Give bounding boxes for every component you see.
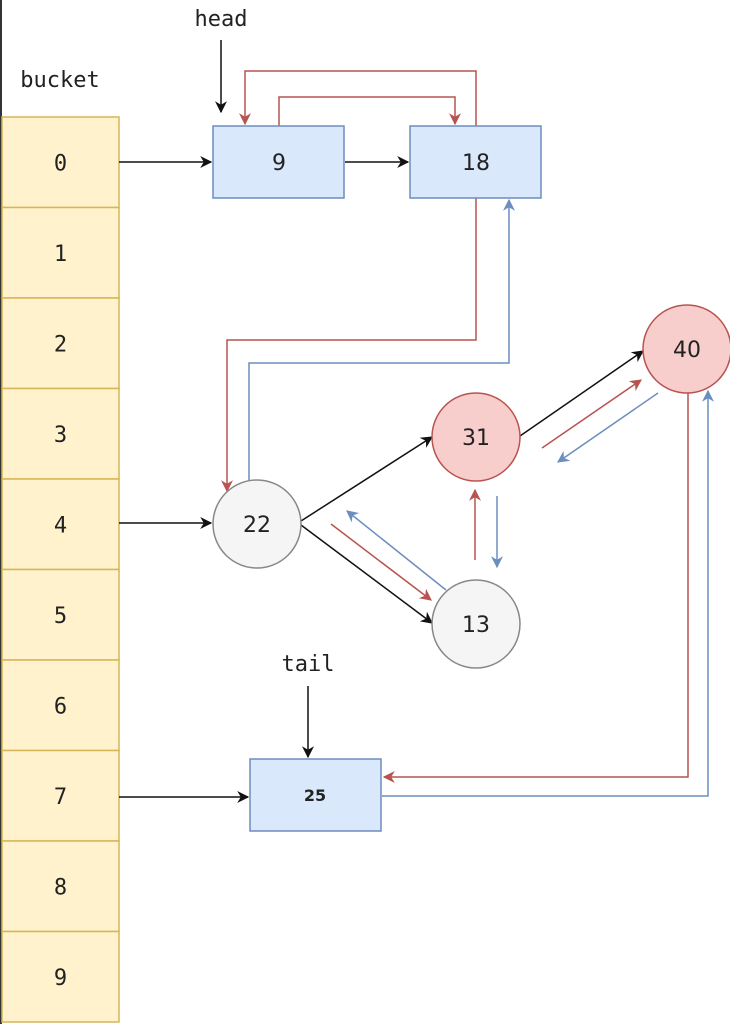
node-25[interactable]: 25 bbox=[249, 758, 382, 832]
edge-22-to-31 bbox=[300, 436, 434, 522]
head-label: head bbox=[195, 7, 248, 32]
before-edge-40-to-31 bbox=[557, 392, 659, 463]
red-edges bbox=[221, 70, 689, 783]
before-edge-25-to-40 bbox=[382, 389, 714, 797]
node-13-label: 13 bbox=[462, 613, 490, 638]
bucket-cell-8[interactable]: 8 bbox=[1, 840, 120, 933]
after-edge-22-to-13 bbox=[330, 523, 432, 601]
node-40[interactable]: 40 bbox=[642, 304, 730, 394]
node-9[interactable]: 9 bbox=[212, 125, 345, 199]
bucket-index-label: 8 bbox=[54, 875, 67, 900]
bucket-cell-5[interactable]: 5 bbox=[1, 568, 120, 661]
bucket-index-label: 0 bbox=[54, 151, 67, 176]
after-edge-18-to-9 bbox=[239, 70, 477, 126]
node-9-label: 9 bbox=[272, 151, 286, 176]
node-40-label: 40 bbox=[673, 338, 701, 363]
blue-edges bbox=[248, 198, 714, 797]
before-edge-22-to-18 bbox=[248, 198, 515, 481]
after-edge-18-to-22 bbox=[221, 198, 477, 493]
bucket-index-label: 1 bbox=[54, 242, 67, 267]
edge-31-to-40 bbox=[519, 350, 644, 437]
bucket-label: bucket bbox=[20, 68, 99, 93]
edge-22-to-13 bbox=[300, 524, 433, 624]
bucket-index-label: 2 bbox=[54, 332, 67, 357]
bucket-cell-1[interactable]: 1 bbox=[1, 206, 120, 299]
bucket-index-label: 3 bbox=[54, 423, 67, 448]
black-edges bbox=[119, 40, 644, 803]
canvas-left-border bbox=[0, 0, 2, 1024]
node-22-label: 22 bbox=[243, 513, 271, 538]
node-13[interactable]: 13 bbox=[431, 579, 521, 669]
bucket-index-label: 9 bbox=[54, 966, 67, 991]
bucket-cell-3[interactable]: 3 bbox=[1, 387, 120, 480]
node-18-label: 18 bbox=[462, 151, 490, 176]
node-31[interactable]: 31 bbox=[431, 392, 521, 482]
bucket-cell-6[interactable]: 6 bbox=[1, 659, 120, 752]
bucket-index-label: 4 bbox=[54, 513, 67, 538]
bucket-cell-0[interactable]: 0 bbox=[1, 116, 120, 209]
bucket-cell-2[interactable]: 2 bbox=[1, 297, 120, 390]
bucket-cell-9[interactable]: 9 bbox=[1, 930, 120, 1023]
node-25-label: 25 bbox=[304, 786, 326, 805]
tail-label: tail bbox=[282, 652, 335, 677]
bucket-index-label: 5 bbox=[54, 604, 67, 629]
after-edge-9-to-18 bbox=[278, 96, 461, 126]
after-edge-31-to-40 bbox=[541, 379, 642, 449]
bucket-array: 0 1 2 3 4 5 6 7 8 9 bbox=[1, 116, 120, 1023]
bucket-cell-7[interactable]: 7 bbox=[1, 749, 120, 842]
after-edge-40-to-25 bbox=[382, 393, 689, 783]
bucket-index-label: 6 bbox=[54, 694, 67, 719]
before-edge-13-to-22 bbox=[346, 510, 447, 591]
node-22[interactable]: 22 bbox=[212, 479, 302, 569]
node-31-label: 31 bbox=[462, 426, 490, 451]
node-18[interactable]: 18 bbox=[409, 125, 542, 199]
bucket-index-label: 7 bbox=[54, 785, 67, 810]
bucket-cell-4[interactable]: 4 bbox=[1, 478, 120, 571]
